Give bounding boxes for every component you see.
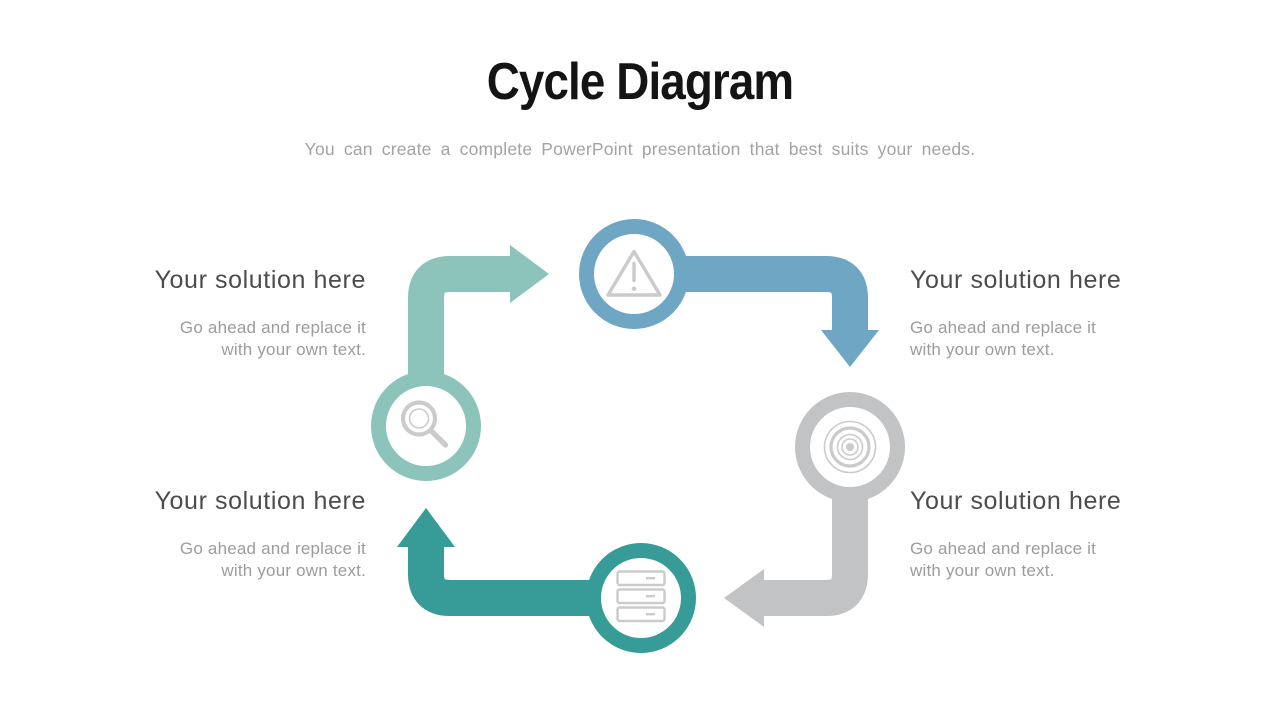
target-icon [823, 420, 877, 474]
node-search-face [378, 378, 474, 474]
solution-block-top-right: Your solution here Go ahead and replace … [910, 266, 1190, 361]
slide-subtitle: You can create a complete PowerPoint pre… [304, 139, 976, 159]
solution-body-line: Go ahead and replace it [179, 318, 366, 337]
solution-heading: Your solution here [154, 266, 366, 294]
solution-heading: Your solution here [154, 487, 366, 515]
arrow-left-to-top [408, 245, 549, 426]
solution-block-top-left: Your solution here Go ahead and replace … [86, 266, 366, 361]
node-server [586, 543, 696, 653]
warning-triangle-icon [606, 249, 662, 297]
arrow-bottom-to-left [397, 508, 641, 616]
node-target [795, 392, 905, 502]
solution-body-line: Go ahead and replace it [910, 318, 1097, 337]
solution-body-line: Go ahead and replace it [910, 539, 1097, 558]
arrow-right-to-bottom [724, 447, 868, 627]
solution-body-line: with your own text. [910, 561, 1055, 580]
solution-body-line: with your own text. [910, 340, 1055, 359]
solution-body-line: Go ahead and replace it [179, 539, 366, 558]
magnifier-icon [400, 400, 449, 448]
node-alert-ring [579, 219, 689, 329]
solution-body-line: with your own text. [221, 340, 366, 359]
page-title: Cycle Diagram [486, 53, 794, 111]
solution-heading: Your solution here [910, 487, 1122, 515]
node-target-ring [795, 392, 905, 502]
solution-heading: Your solution here [910, 266, 1122, 294]
server-stack-icon [616, 570, 666, 623]
solution-body-line: with your own text. [221, 561, 366, 580]
arrow-top-to-right [634, 256, 879, 367]
node-search-ring [371, 371, 481, 481]
node-server-ring [586, 543, 696, 653]
solution-block-bottom-left: Your solution here Go ahead and replace … [86, 487, 366, 582]
solution-block-bottom-right: Your solution here Go ahead and replace … [910, 487, 1190, 582]
node-alert [579, 219, 689, 329]
node-search [371, 371, 481, 481]
